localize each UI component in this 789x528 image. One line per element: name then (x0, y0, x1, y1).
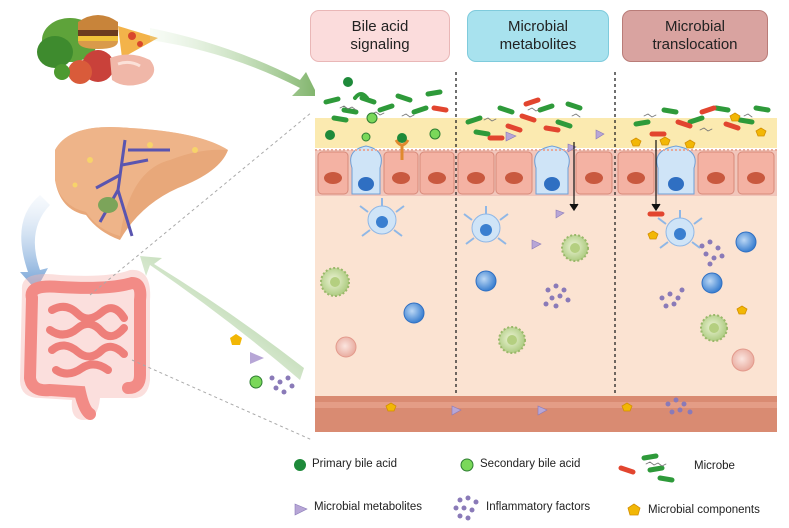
inflammatory-factors-legend-icon (453, 495, 479, 521)
header-microbial-metabolites: Microbial metabolites (467, 10, 609, 62)
mucus-layer (315, 118, 777, 148)
arrow-liver-to-intestine (20, 195, 50, 290)
intestine-icon (20, 269, 151, 420)
immune-cells (320, 198, 757, 372)
legend-inflammatory-factors: Inflammatory factors (486, 501, 591, 513)
microbial-components-legend-icon (627, 503, 641, 516)
metabolites (451, 129, 605, 416)
legend-primary-bile-acid: Primary bile acid (312, 458, 397, 470)
microbe-legend-icon (618, 453, 675, 483)
lumen-microbes (323, 77, 771, 217)
legend-microbial-components: Microbial components (648, 504, 760, 516)
metabolite-icon (250, 352, 264, 364)
receptor-icon (394, 139, 410, 160)
inflammatory-factor-clusters (543, 239, 725, 415)
muscle-layer (315, 396, 777, 432)
header-bile-acid-label: Bile acid signaling (350, 18, 410, 53)
arrow-panel-to-intestine (140, 256, 304, 380)
primary-bile-acid-legend-icon (294, 459, 306, 471)
component-icon (230, 334, 242, 345)
header-metabolites-label: Microbial metabolites (499, 18, 577, 53)
legend-microbial-metabolites: Microbial metabolites (314, 501, 423, 513)
food-icon (37, 15, 158, 86)
header-microbial-translocation: Microbial translocation (622, 10, 768, 62)
liver-icon (55, 126, 228, 240)
gut-cross-section (315, 82, 777, 432)
microbial-components (385, 112, 767, 412)
legend (294, 453, 675, 521)
arrow-payload (230, 334, 295, 395)
header-bile-acid-signaling: Bile acid signaling (310, 10, 450, 62)
translocation-arrows (569, 140, 661, 212)
secondary-bile-acid-legend-icon (460, 458, 474, 472)
legend-secondary-bile-acid: Secondary bile acid (480, 458, 581, 470)
header-translocation-label: Microbial translocation (652, 18, 738, 53)
microbial-metabolites-legend-icon (294, 503, 308, 516)
arrow-food-to-gut (150, 28, 318, 96)
epithelial-cells (315, 145, 777, 195)
legend-microbe: Microbe (694, 460, 735, 472)
